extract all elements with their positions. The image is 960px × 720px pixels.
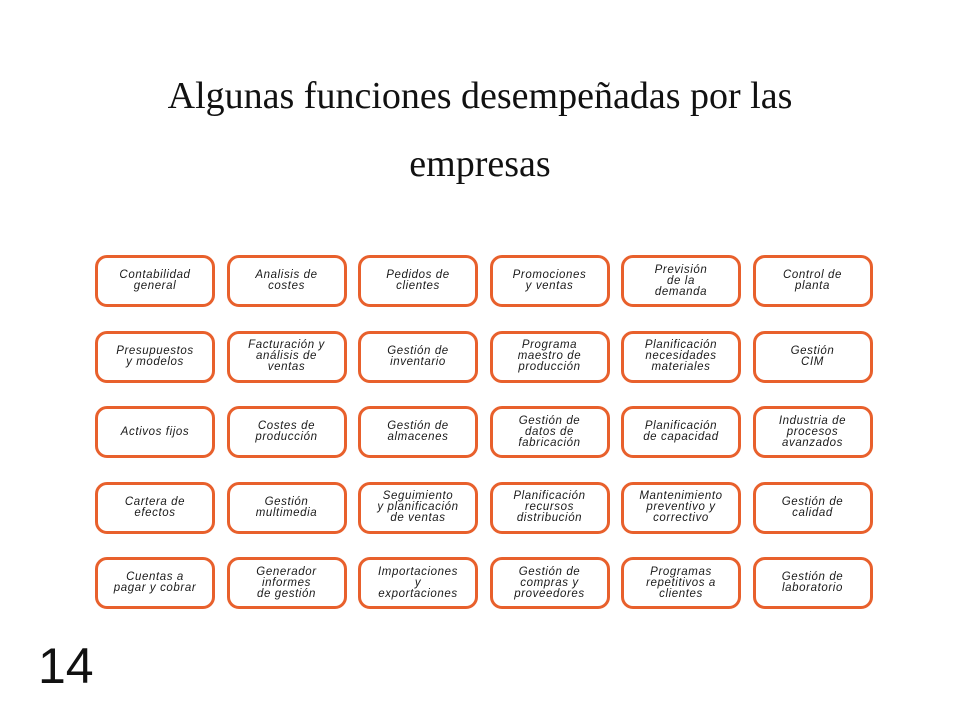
function-box-pedidos-clientes: Pedidos de clientes — [358, 255, 478, 307]
function-box-gestion-almacenes: Gestión de almacenes — [358, 406, 478, 458]
function-box-costes-produccion: Costes de producción — [226, 406, 347, 458]
function-label: Gestión de inventario — [387, 344, 449, 368]
function-label: Generador informes de gestión — [256, 565, 317, 600]
function-label: Mantenimiento preventivo y correctivo — [639, 490, 723, 524]
function-box-gestion-laboratorio: Gestión de laboratorio — [752, 557, 873, 609]
function-box-gestion-cim: Gestión CIM — [752, 330, 873, 383]
function-box-control-planta: Control de planta — [752, 255, 873, 307]
function-box-facturacion-analisis: Facturación y análisis de ventas — [226, 330, 347, 383]
function-label: Planificación de capacidad — [643, 420, 719, 443]
function-box-programas-repetitivos: Programas repetitivos a clientes — [621, 557, 741, 609]
function-box-importaciones: Importaciones y exportaciones — [358, 557, 478, 609]
function-label: Facturación y análisis de ventas — [248, 339, 325, 373]
slide-title: Algunas funciones desempeñadas por las e… — [0, 62, 960, 198]
function-box-recursos-distribucion: Planificación recursos distribución — [489, 481, 610, 534]
function-label: Gestión multimedia — [255, 495, 318, 519]
function-box-activos-fijos: Activos fijos — [95, 406, 215, 458]
function-label: Gestión de compras y proveedores — [514, 565, 585, 600]
function-label: Seguimiento y planificación de ventas — [377, 490, 459, 524]
function-box-datos-fabricacion: Gestión de datos de fabricación — [489, 406, 610, 458]
function-box-prevision-demanda: Previsión de la demanda — [621, 255, 741, 307]
function-box-planificacion-materiales: Planificación necesidades materiales — [621, 330, 741, 383]
function-label: Gestión de laboratorio — [781, 571, 844, 594]
function-label: Gestión de datos de fabricación — [518, 414, 581, 449]
function-label: Planificación necesidades materiales — [644, 339, 718, 373]
function-label: Pedidos de clientes — [386, 269, 450, 292]
page-number: 14 — [38, 638, 94, 694]
function-label: Importaciones y exportaciones — [377, 565, 459, 600]
function-box-seguimiento-ventas: Seguimiento y planificación de ventas — [358, 481, 478, 534]
function-label: Cuentas a pagar y cobrar — [113, 571, 197, 594]
function-label: Contabilidad general — [119, 269, 191, 292]
function-box-gestion-inventario: Gestión de inventario — [358, 330, 478, 383]
function-box-mantenimiento: Mantenimiento preventivo y correctivo — [621, 481, 741, 534]
function-label: Programas repetitivos a clientes — [646, 565, 716, 600]
function-box-cuentas-pagar-cobrar: Cuentas a pagar y cobrar — [95, 557, 215, 609]
title-line-2: empresas — [409, 143, 551, 185]
function-box-gestion-multimedia: Gestión multimedia — [226, 481, 347, 534]
function-label: Activos fijos — [120, 425, 190, 438]
function-box-presupuestos-modelos: Presupuestos y modelos — [95, 330, 215, 383]
function-box-promociones-ventas: Promociones y ventas — [489, 255, 610, 307]
function-label: Presupuestos y modelos — [116, 344, 194, 368]
function-label: Planificación recursos distribución — [513, 490, 586, 524]
function-label: Industria de procesos avanzados — [778, 414, 847, 449]
function-box-compras-proveedores: Gestión de compras y proveedores — [489, 557, 610, 609]
function-box-cartera-efectos: Cartera de efectos — [95, 481, 215, 534]
function-box-gestion-calidad: Gestión de calidad — [752, 481, 873, 534]
function-box-programa-maestro: Programa maestro de producción — [489, 330, 610, 383]
function-box-analisis-costes: Analisis de costes — [226, 255, 347, 307]
function-label: Costes de producción — [255, 420, 318, 443]
function-box-generador-informes: Generador informes de gestión — [226, 557, 347, 609]
function-label: Gestión CIM — [790, 344, 835, 368]
functions-grid: Contabilidad general Analisis de costes … — [95, 255, 875, 609]
function-box-industria-procesos: Industria de procesos avanzados — [752, 406, 873, 458]
function-label: Gestión de calidad — [781, 495, 844, 519]
function-label: Programa maestro de producción — [517, 339, 582, 373]
function-label: Control de planta — [782, 269, 843, 292]
function-box-contabilidad-general: Contabilidad general — [95, 255, 215, 307]
function-box-planificacion-capacidad: Planificación de capacidad — [621, 406, 741, 458]
function-label: Cartera de efectos — [124, 495, 186, 519]
function-label: Promociones y ventas — [512, 269, 587, 292]
function-label: Previsión de la demanda — [654, 263, 708, 298]
title-line-1: Algunas funciones desempeñadas por las — [167, 75, 793, 117]
function-label: Analisis de costes — [255, 269, 318, 292]
function-label: Gestión de almacenes — [387, 420, 449, 443]
